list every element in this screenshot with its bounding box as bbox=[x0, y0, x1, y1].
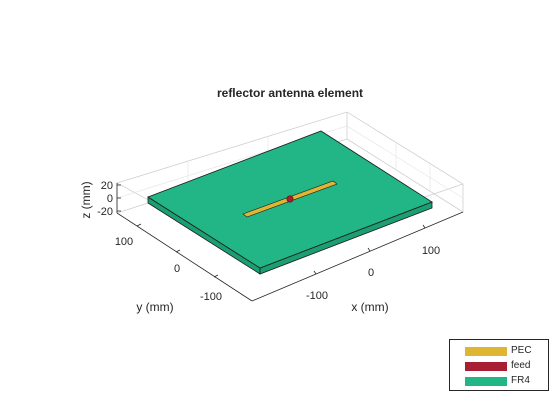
z-tick-label: -20 bbox=[97, 206, 113, 218]
x-tick-label: 0 bbox=[368, 267, 374, 279]
z-tick-label: 0 bbox=[107, 193, 113, 205]
y-tick-label: 100 bbox=[115, 236, 133, 248]
front-axes bbox=[116, 183, 464, 302]
x-tick-label: -100 bbox=[306, 290, 328, 302]
legend-item-pec: PEC bbox=[465, 344, 549, 358]
legend-label: PEC bbox=[511, 345, 532, 356]
x-tick-label: 100 bbox=[422, 245, 440, 257]
legend-item-fr4: FR4 bbox=[465, 374, 549, 388]
figure-title: reflector antenna element bbox=[217, 86, 363, 100]
legend-swatch bbox=[465, 362, 507, 371]
z-tick-label: 20 bbox=[101, 180, 113, 192]
legend-label: FR4 bbox=[511, 375, 530, 386]
legend-swatch bbox=[465, 347, 507, 356]
y-tick-label: 0 bbox=[174, 263, 180, 275]
x-axis-label: x (mm) bbox=[351, 300, 388, 314]
legend-swatch bbox=[465, 377, 507, 386]
legend-label: feed bbox=[511, 360, 531, 371]
feed-point bbox=[286, 195, 294, 203]
legend: PEC feed FR4 bbox=[449, 339, 549, 391]
legend-item-feed: feed bbox=[465, 359, 549, 373]
y-axis-label: y (mm) bbox=[136, 300, 173, 314]
z-axis-label: z (mm) bbox=[79, 181, 93, 218]
y-tick-label: -100 bbox=[200, 291, 222, 303]
